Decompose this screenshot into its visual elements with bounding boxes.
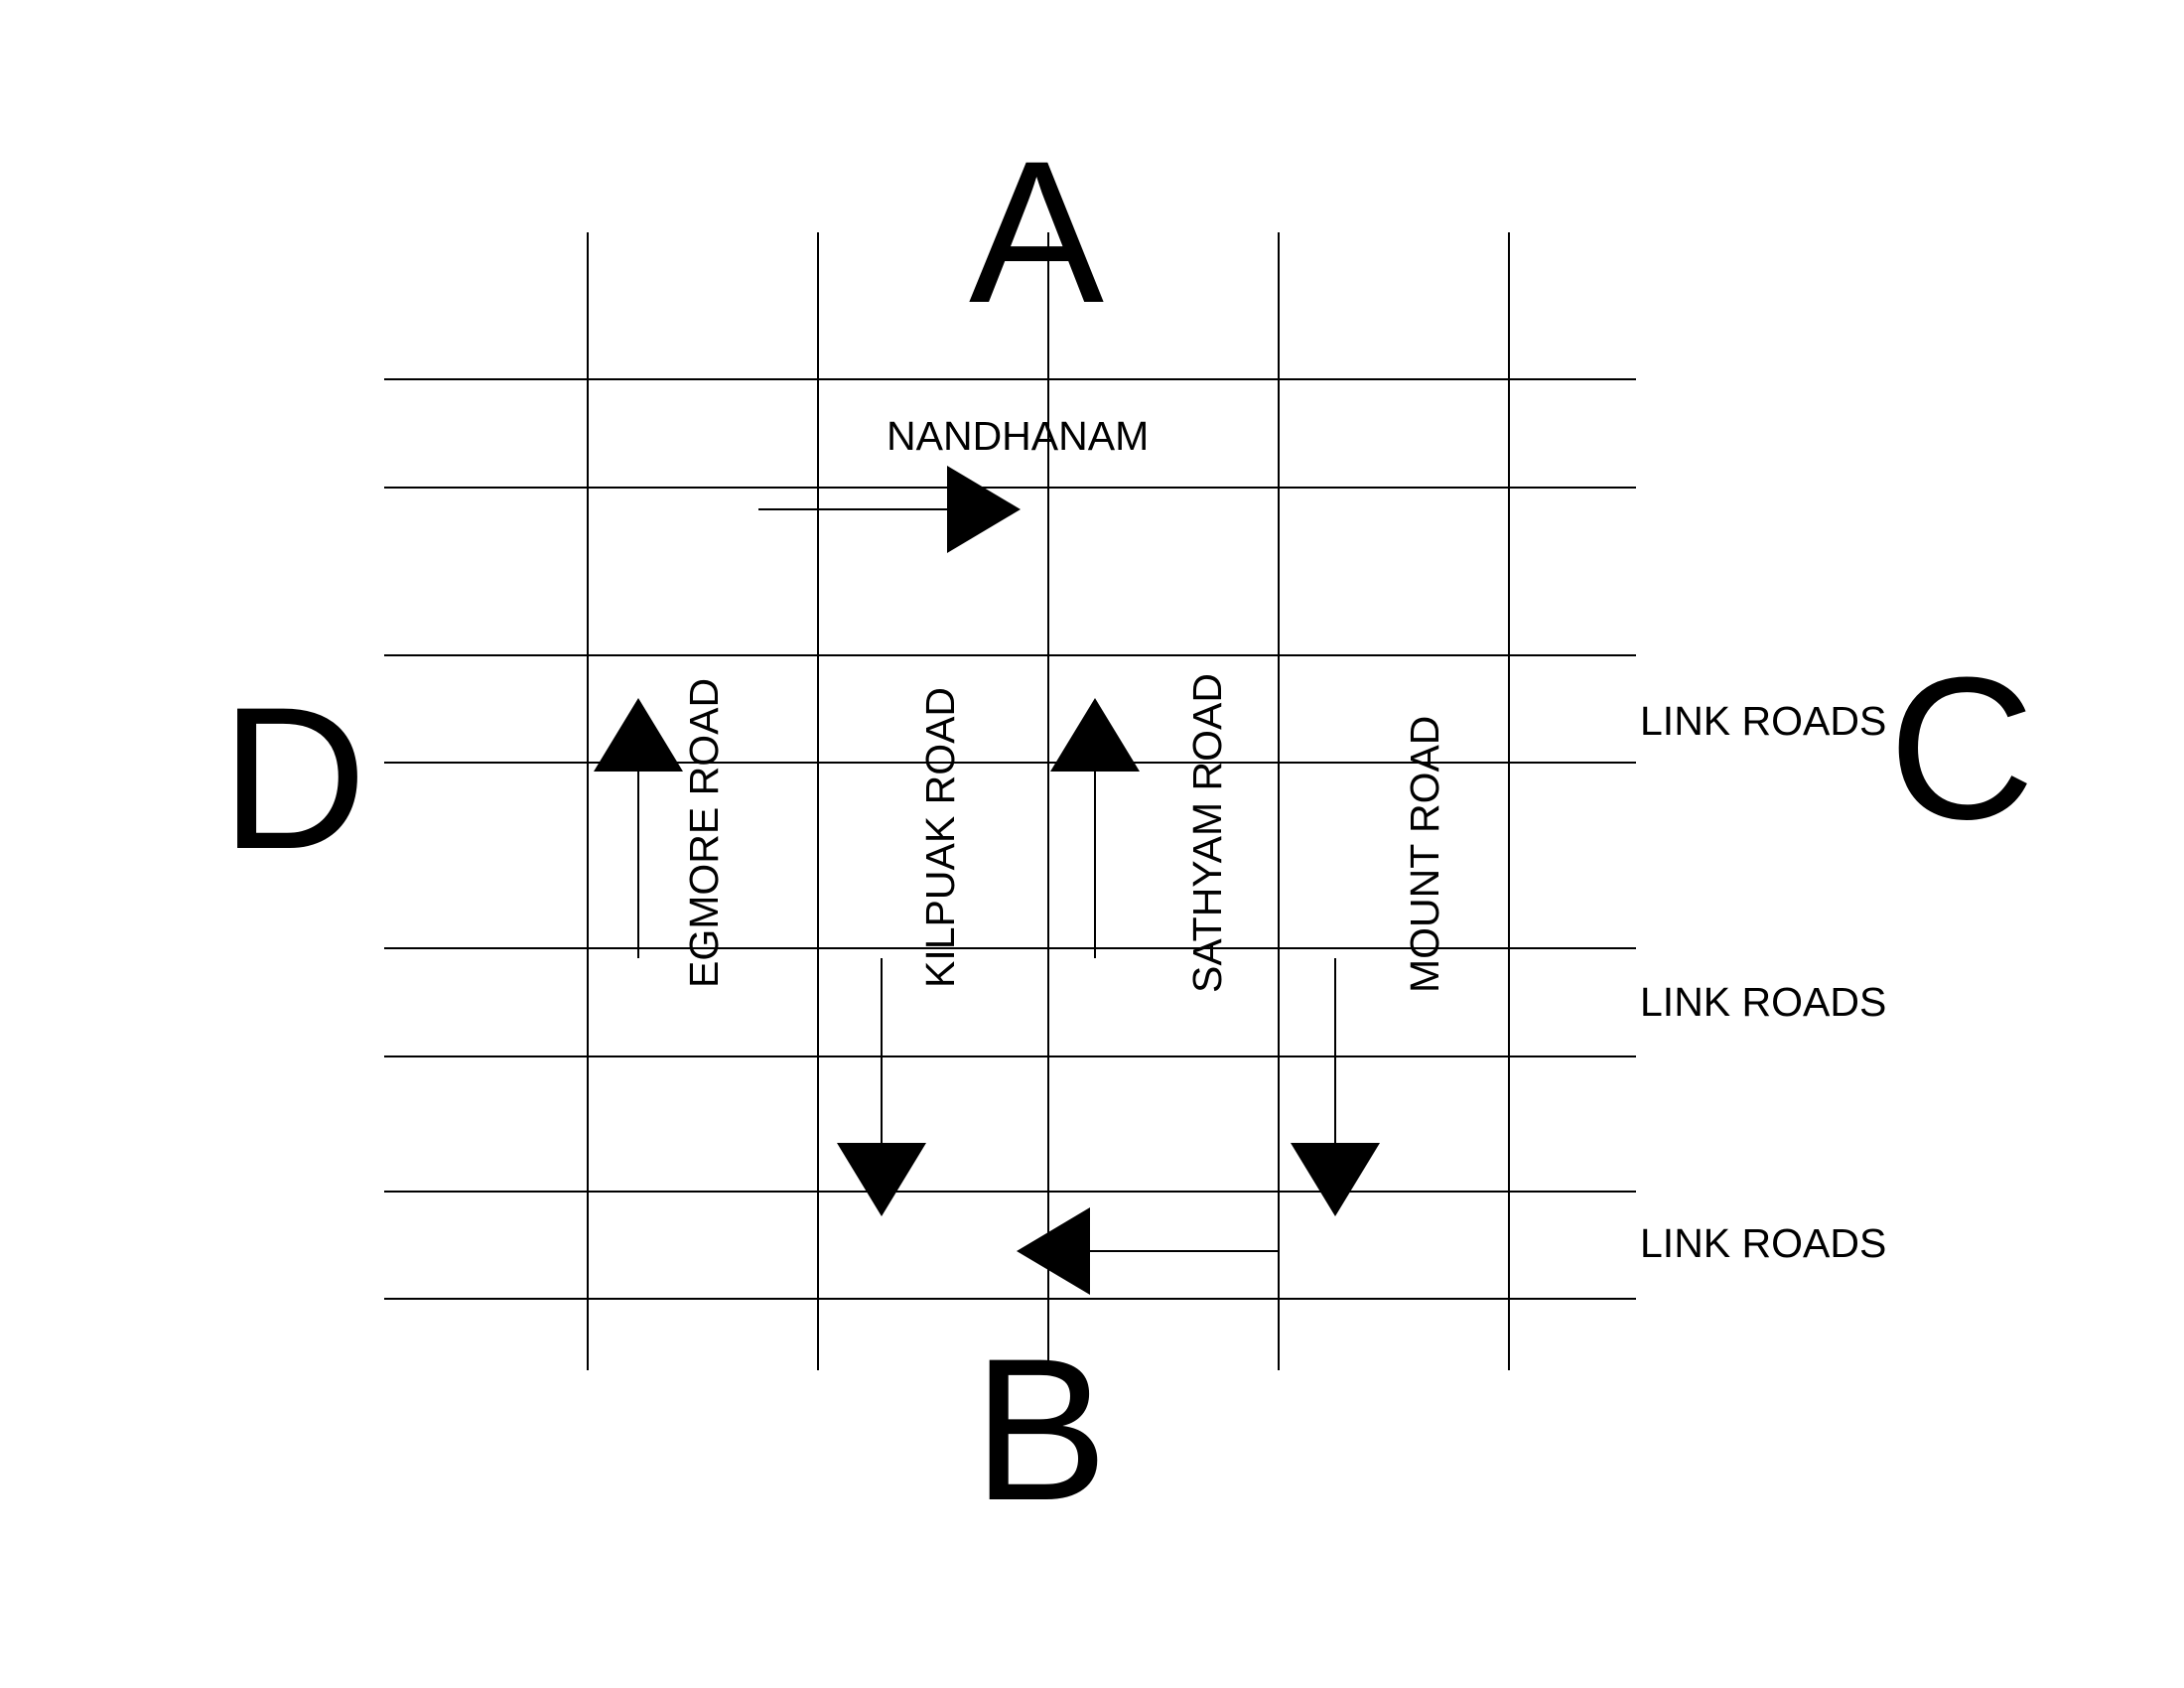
arrow-left-bottom: [1017, 1207, 1279, 1295]
horizontal-roads: [384, 378, 1636, 1300]
arrow-down-kilpuak: [837, 958, 926, 1216]
arrow-right-icon: [947, 466, 1021, 553]
link-roads-label-1: LINK ROADS: [1640, 698, 1886, 744]
link-roads-label-2: LINK ROADS: [1640, 979, 1886, 1025]
compass-label-d: D: [220, 665, 366, 892]
place-label-nandhanam: NANDHANAM: [887, 413, 1149, 459]
road-label-mount: MOUNT ROAD: [1402, 716, 1447, 993]
road-label-kilpuak: KILPUAK ROAD: [917, 687, 963, 988]
arrow-up-egmore: [594, 698, 683, 958]
compass-labels: A B C D: [220, 119, 2034, 1543]
compass-label-a: A: [969, 119, 1104, 346]
arrow-left-icon: [1017, 1207, 1090, 1295]
arrow-up-icon: [594, 698, 683, 772]
road-label-egmore: EGMORE ROAD: [681, 678, 727, 988]
arrow-down-icon: [1291, 1143, 1380, 1216]
arrow-up-sathyam: [1050, 698, 1140, 958]
link-roads-labels: LINK ROADS LINK ROADS LINK ROADS: [1640, 698, 1886, 1266]
traffic-arrows: [594, 466, 1380, 1295]
vertical-roads: [587, 232, 1510, 1370]
arrow-up-icon: [1050, 698, 1140, 772]
arrow-down-mount: [1291, 958, 1380, 1216]
road-names: EGMORE ROAD KILPUAK ROAD SATHYAM ROAD MO…: [681, 673, 1447, 993]
arrow-right-nandhanam: [758, 466, 1021, 553]
compass-label-c: C: [1888, 635, 2034, 862]
road-label-sathyam: SATHYAM ROAD: [1184, 673, 1230, 993]
link-roads-label-3: LINK ROADS: [1640, 1220, 1886, 1266]
compass-label-b: B: [973, 1317, 1108, 1543]
arrow-down-icon: [837, 1143, 926, 1216]
